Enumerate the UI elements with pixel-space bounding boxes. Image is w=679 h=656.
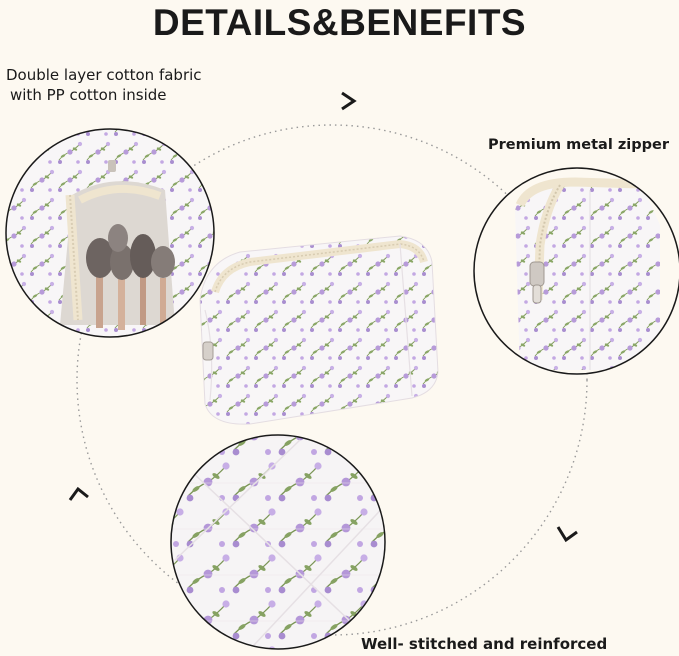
pencil-pouch-product	[199, 235, 439, 425]
fabric-callout-line1: Double layer cotton fabric	[6, 66, 202, 84]
dotted-loop	[76, 124, 588, 636]
fabric-callout: Double layer cotton fabric with PP cotto…	[6, 65, 202, 105]
chevron-right-icon	[341, 91, 357, 111]
chevron-up-icon	[68, 486, 89, 501]
chevron-down-icon	[556, 526, 578, 543]
page-title: DETAILS&BENEFITS	[152, 2, 527, 43]
zipper-detail-photo	[473, 167, 679, 375]
stitch-callout: Well- stitched and reinforced	[361, 635, 608, 653]
fabric-detail-photo	[5, 128, 215, 338]
stitch-detail-photo	[170, 434, 386, 650]
zipper-callout: Premium metal zipper	[488, 137, 670, 153]
fabric-callout-line2: with PP cotton inside	[10, 86, 167, 104]
